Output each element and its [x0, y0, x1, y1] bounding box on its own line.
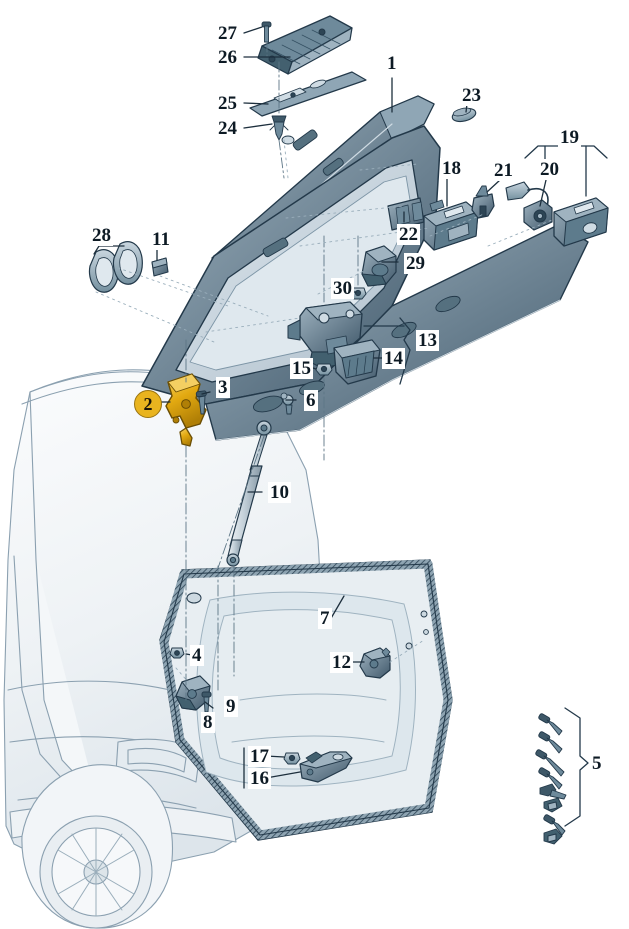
tailgate-outer-panel-1	[141, 95, 589, 441]
striker-nut-17	[283, 752, 301, 765]
callout-18[interactable]: 18	[440, 158, 463, 179]
fastener-assortment-5	[535, 707, 589, 845]
gas-strut-bracket-8	[175, 675, 211, 711]
callout-11[interactable]: 11	[150, 229, 172, 250]
lock-nut-15	[315, 363, 333, 376]
wiring-connector-21	[471, 185, 495, 219]
callout-14[interactable]: 14	[382, 348, 405, 369]
spoiler-seal-strip-25	[249, 71, 367, 117]
callout-12[interactable]: 12	[330, 652, 353, 673]
callout-29[interactable]: 29	[404, 253, 427, 274]
callout-3[interactable]: 3	[216, 377, 230, 398]
callout-23[interactable]: 23	[460, 85, 483, 106]
striker-catch-12	[359, 647, 391, 679]
callout-24[interactable]: 24	[216, 118, 239, 139]
callout-9[interactable]: 9	[224, 696, 238, 717]
callout-22[interactable]: 22	[397, 224, 420, 245]
callout-27[interactable]: 27	[216, 23, 239, 44]
callout-8[interactable]: 8	[201, 712, 215, 733]
callout-15[interactable]: 15	[290, 358, 313, 379]
callout-2-highlighted[interactable]: 2	[134, 390, 162, 418]
roof-spoiler-26	[257, 15, 353, 75]
callout-13[interactable]: 13	[416, 330, 439, 351]
lower-striker-16	[299, 751, 353, 783]
lock-cover-14	[333, 339, 381, 385]
callout-25[interactable]: 25	[216, 93, 239, 114]
roof-antenna-base-23	[451, 107, 477, 123]
handle-assembly-19	[553, 197, 609, 247]
vehicle-body-outline	[3, 369, 323, 929]
callout-26[interactable]: 26	[216, 47, 239, 68]
callout-1[interactable]: 1	[385, 53, 399, 74]
grommet-plug-11	[151, 257, 169, 277]
assembly-axis-lines	[185, 235, 359, 701]
callout-30[interactable]: 30	[331, 278, 354, 299]
callout-16[interactable]: 16	[248, 768, 271, 789]
tailgate-hinge-2	[165, 373, 207, 447]
callout-5[interactable]: 5	[590, 753, 604, 774]
expanding-rivet-24	[269, 115, 289, 141]
callout-20[interactable]: 20	[538, 159, 561, 180]
lock-striker-bracket-29	[361, 245, 397, 287]
trim-pad-22	[387, 197, 425, 231]
callout-10[interactable]: 10	[268, 482, 291, 503]
gas-pressure-strut-10	[226, 420, 272, 567]
window-seal-grommets-28	[88, 241, 143, 293]
ball-stud-nut-4	[169, 647, 185, 659]
callout-17[interactable]: 17	[248, 746, 271, 767]
handle-switch-unit-18	[423, 199, 479, 251]
callout-21[interactable]: 21	[492, 160, 515, 181]
callout-4[interactable]: 4	[190, 645, 204, 666]
callout-7[interactable]: 7	[318, 608, 332, 629]
spoiler-screw-27	[261, 21, 272, 43]
callout-28[interactable]: 28	[90, 225, 113, 246]
callout-6[interactable]: 6	[304, 390, 318, 411]
callout-19[interactable]: 19	[558, 127, 581, 148]
tailgate-inner-panel-7	[159, 559, 453, 841]
bracket-bolt-9	[201, 691, 212, 713]
